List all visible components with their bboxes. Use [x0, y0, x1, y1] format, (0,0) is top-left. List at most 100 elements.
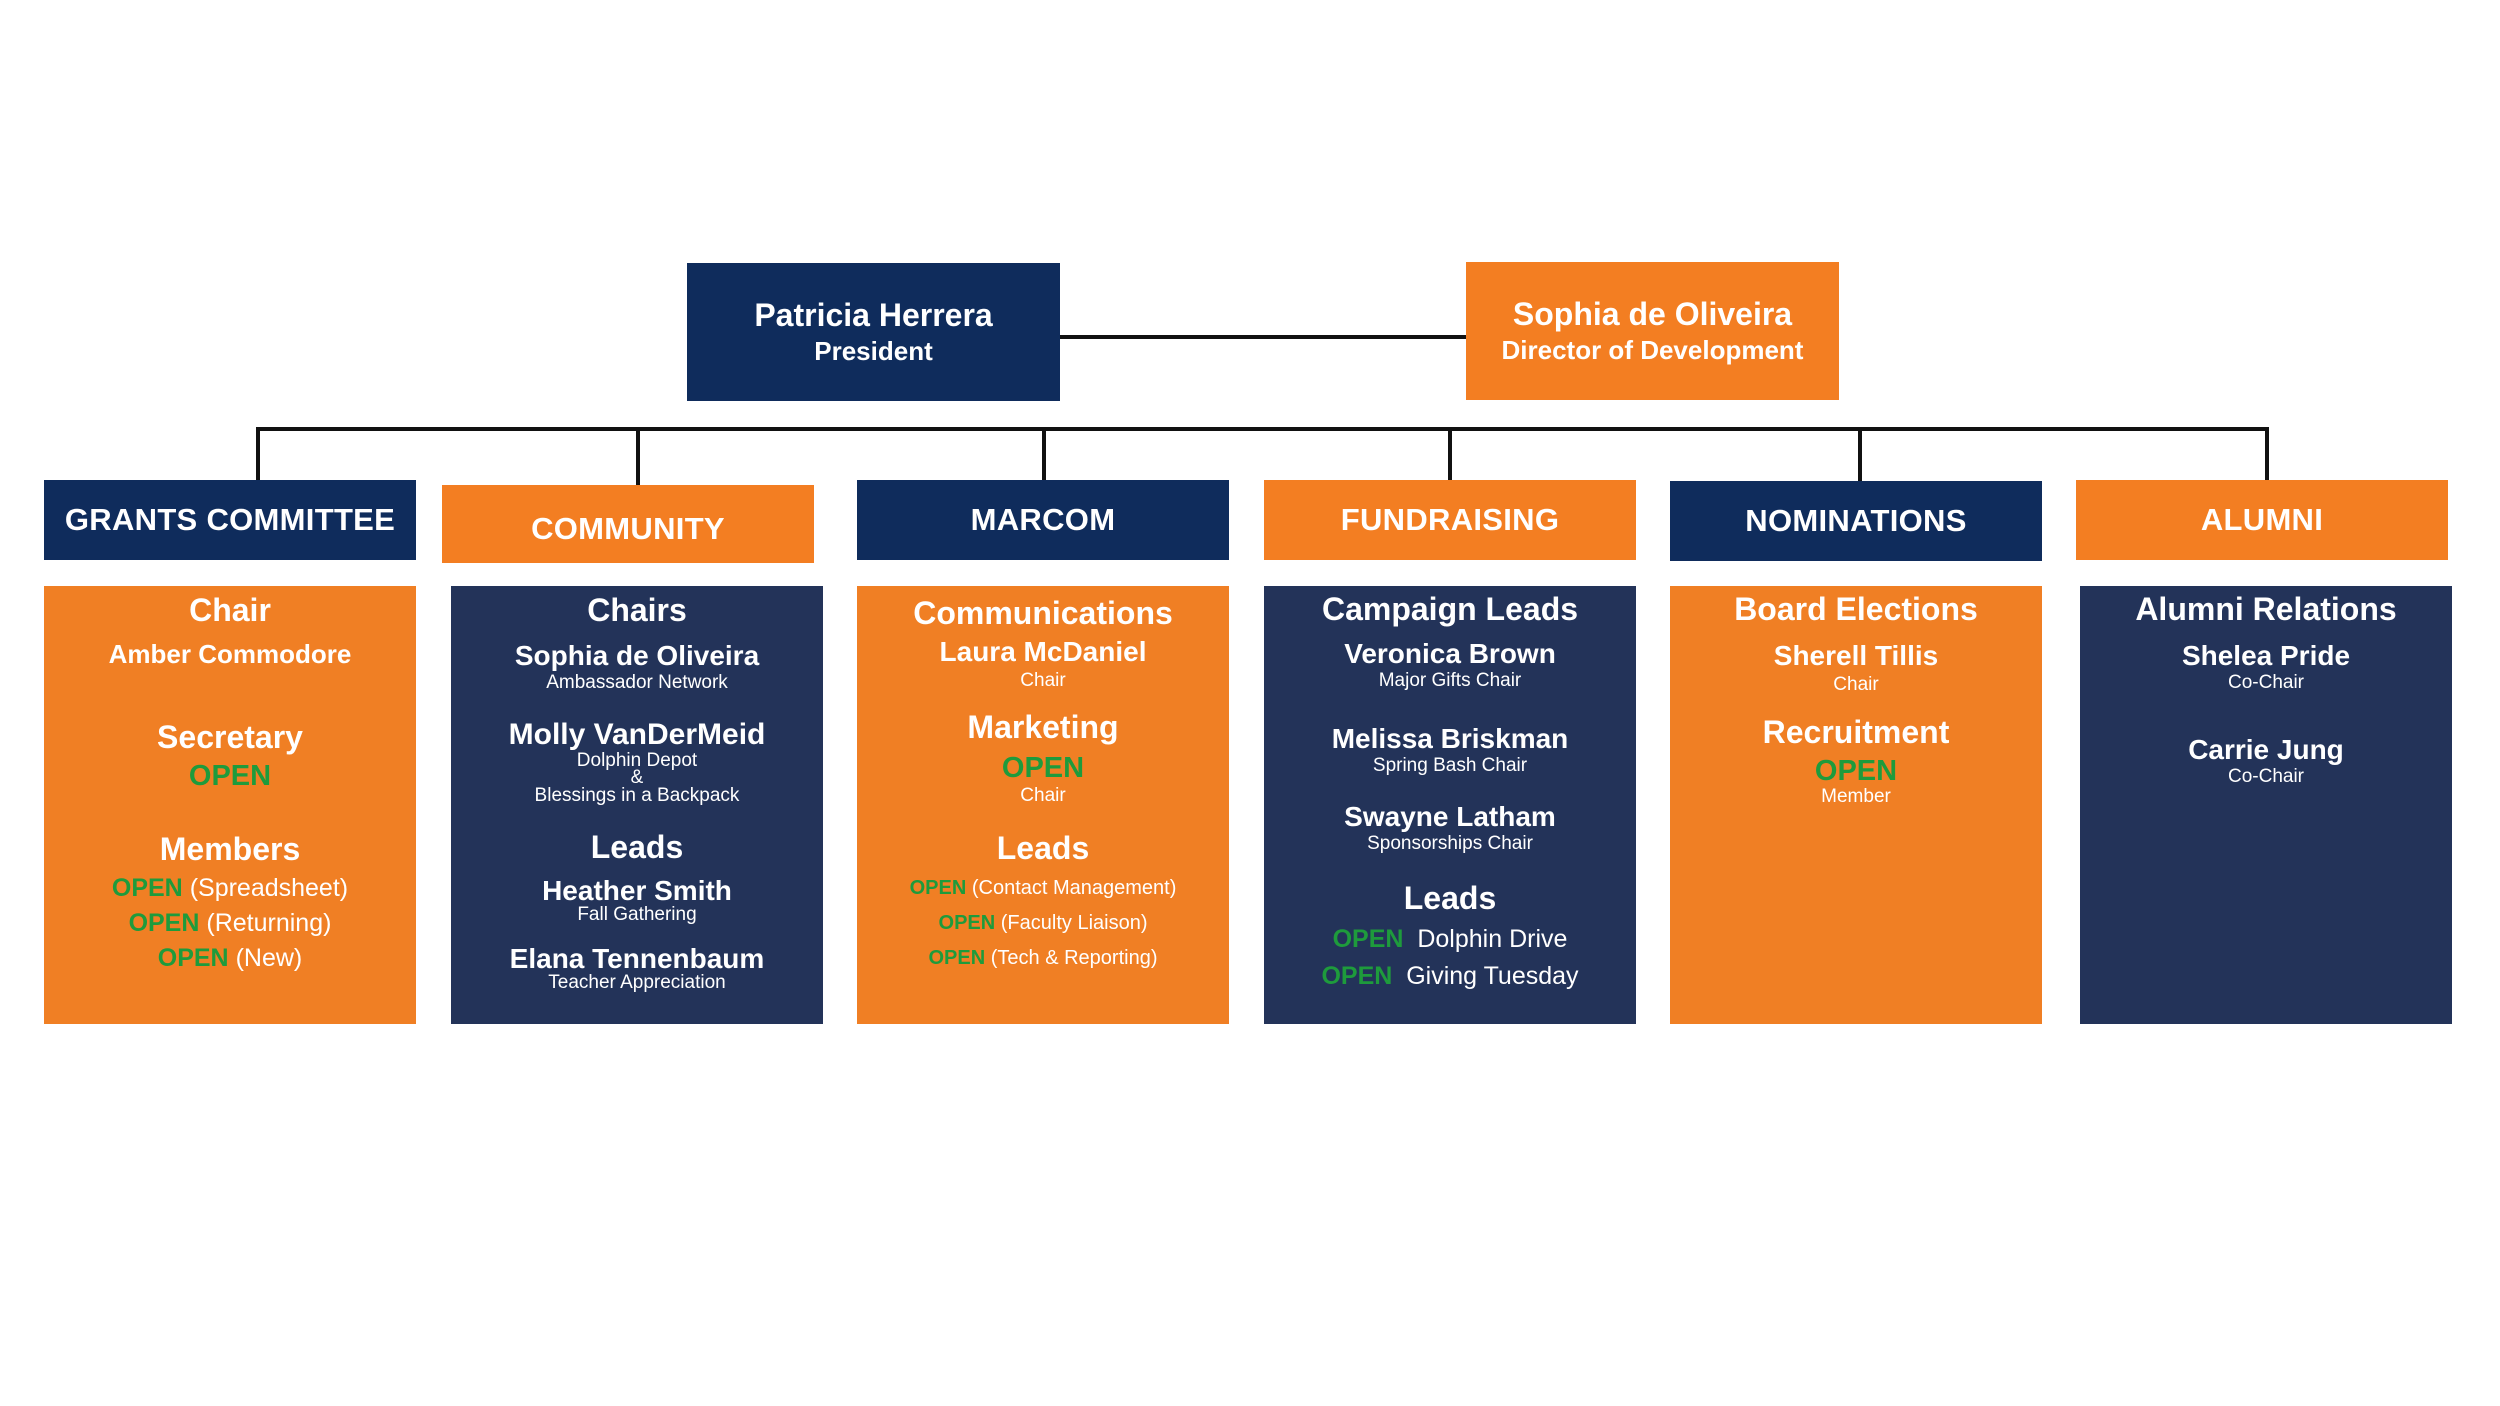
header-alumni: ALUMNI: [2076, 480, 2448, 560]
header-nominations: NOMINATIONS: [1670, 481, 2042, 561]
person-name: Swayne Latham: [1344, 801, 1556, 832]
open-status: OPEN: [111, 874, 183, 902]
header-marcom: MARCOM: [857, 480, 1229, 560]
person-role: Spring Bash Chair: [1372, 755, 1528, 776]
fundraising-leads-title: Leads: [1403, 880, 1497, 916]
marcom-marketing-role: Chair: [1020, 785, 1066, 806]
person-role-line: Blessings in a Backpack: [534, 785, 740, 806]
open-status: OPEN: [928, 947, 986, 969]
grants-members-list: OPEN (Spreadsheet) OPEN (Returning) OPEN…: [44, 871, 416, 976]
open-status: OPEN: [909, 877, 967, 899]
open-status: OPEN: [1321, 962, 1393, 990]
branch-drop-community: [636, 427, 640, 485]
list-item: Veronica Brown Major Gifts Chair: [1264, 638, 1636, 692]
leadership-connector: [1060, 335, 1466, 339]
person-role-line: Dolphin Depot: [576, 750, 698, 771]
grants-secretary-open: OPEN: [188, 760, 272, 792]
list-item: OPEN Giving Tuesday: [1264, 958, 1636, 995]
person-name: Veronica Brown: [1344, 638, 1556, 669]
list-item: OPEN (Contact Management): [857, 871, 1229, 906]
open-status: OPEN: [1332, 925, 1404, 953]
list-item: Melissa Briskman Spring Bash Chair: [1264, 723, 1636, 777]
person-role: Fall Gathering: [577, 904, 697, 925]
list-item: Elana Tennenbaum Teacher Appreciation: [451, 943, 823, 992]
fundraising-campaign-title: Campaign Leads: [1321, 591, 1579, 627]
grants-chair-name: Amber Commodore: [108, 639, 352, 669]
branch-drop-nominations: [1858, 427, 1862, 481]
branch-drop-fundraising: [1448, 427, 1452, 480]
fundraising-panel: Campaign Leads Veronica Brown Major Gift…: [1264, 586, 1636, 1024]
branch-drop-grants: [256, 427, 260, 480]
marcom-communications-role: Chair: [1020, 670, 1066, 691]
lead-label: Dolphin Drive: [1417, 925, 1568, 953]
person-role: Major Gifts Chair: [1378, 670, 1522, 691]
alumni-panel: Alumni Relations Shelea Pride Co-Chair C…: [2080, 586, 2452, 1024]
fundraising-leads-list: OPEN Dolphin Drive OPEN Giving Tuesday: [1264, 921, 1636, 995]
nominations-recruitment-role: Member: [1821, 786, 1891, 807]
branch-horizontal-line-right: [1269, 427, 2269, 431]
grants-chair-title: Chair: [189, 592, 271, 628]
list-item: Carrie Jung Co-Chair: [2080, 734, 2452, 788]
marcom-leads-title: Leads: [996, 830, 1090, 866]
list-item: Sophia de Oliveira Ambassador Network: [451, 640, 823, 694]
header-grants-committee: GRANTS COMMITTEE: [44, 480, 416, 560]
member-label: (New): [235, 944, 303, 972]
person-name: Molly VanDerMeid: [508, 718, 766, 751]
president-role: President: [814, 336, 933, 366]
marcom-marketing-title: Marketing: [967, 709, 1119, 745]
person-name: Elana Tennenbaum: [509, 943, 765, 974]
marcom-panel: Communications Laura McDaniel Chair Mark…: [857, 586, 1229, 1024]
person-role: Co-Chair: [2227, 672, 2305, 693]
person-role: Ambassador Network: [546, 672, 728, 693]
director-name: Sophia de Oliveira: [1512, 296, 1793, 332]
nominations-board-title: Board Elections: [1734, 591, 1978, 627]
director-role: Director of Development: [1501, 335, 1804, 365]
list-item: OPEN (Faculty Liaison): [857, 906, 1229, 941]
marcom-marketing-open: OPEN: [1001, 752, 1085, 784]
list-item: OPEN Dolphin Drive: [1264, 921, 1636, 958]
marcom-communications-title: Communications: [913, 595, 1173, 631]
president-name: Patricia Herrera: [754, 297, 993, 333]
nominations-board-role: Chair: [1833, 674, 1879, 695]
community-chairs-title: Chairs: [587, 592, 687, 628]
grants-committee-panel: Chair Amber Commodore Secretary OPEN Mem…: [44, 586, 416, 1024]
list-item: Heather Smith Fall Gathering: [451, 875, 823, 925]
open-status: OPEN: [157, 944, 229, 972]
president-box: Patricia Herrera President: [687, 263, 1060, 401]
open-status: OPEN: [938, 912, 996, 934]
branch-drop-marcom: [1042, 427, 1046, 480]
list-item: OPEN (Returning): [44, 906, 416, 941]
person-name: Melissa Briskman: [1331, 723, 1569, 754]
grants-members-title: Members: [159, 831, 301, 867]
list-item: OPEN (Spreadsheet): [44, 871, 416, 906]
nominations-panel: Board Elections Sherell Tillis Chair Rec…: [1670, 586, 2042, 1024]
person-role: Co-Chair: [2227, 766, 2305, 787]
person-role: Sponsorships Chair: [1367, 833, 1533, 854]
director-box: Sophia de Oliveira Director of Developme…: [1466, 262, 1839, 400]
grants-secretary-title: Secretary: [157, 719, 303, 755]
list-item: Shelea Pride Co-Chair: [2080, 640, 2452, 694]
branch-drop-alumni: [2265, 427, 2269, 480]
marcom-leads-list: OPEN (Contact Management) OPEN (Faculty …: [857, 871, 1229, 976]
nominations-recruitment-title: Recruitment: [1762, 714, 1950, 750]
nominations-recruitment-open: OPEN: [1814, 755, 1898, 787]
list-item: OPEN (New): [44, 941, 416, 976]
branch-horizontal-line: [256, 427, 1269, 431]
list-item: Molly VanDerMeid Dolphin Depot & Blessin…: [451, 718, 823, 805]
header-fundraising: FUNDRAISING: [1264, 480, 1636, 560]
lead-label: (Contact Management): [971, 877, 1177, 899]
lead-label: (Faculty Liaison): [1000, 912, 1148, 934]
list-item: OPEN (Tech & Reporting): [857, 941, 1229, 976]
community-panel: Chairs Sophia de Oliveira Ambassador Net…: [451, 586, 823, 1024]
person-name: Heather Smith: [542, 875, 732, 906]
community-leads-title: Leads: [590, 829, 684, 865]
lead-label: Giving Tuesday: [1406, 962, 1579, 990]
marcom-communications-name: Laura McDaniel: [939, 636, 1147, 667]
person-name: Carrie Jung: [2188, 734, 2344, 765]
list-item: Swayne Latham Sponsorships Chair: [1264, 801, 1636, 855]
lead-label: (Tech & Reporting): [990, 947, 1158, 969]
nominations-board-name: Sherell Tillis: [1773, 640, 1939, 671]
person-role-line: &: [630, 767, 644, 788]
person-name: Sophia de Oliveira: [514, 640, 760, 671]
member-label: (Returning): [206, 909, 332, 937]
